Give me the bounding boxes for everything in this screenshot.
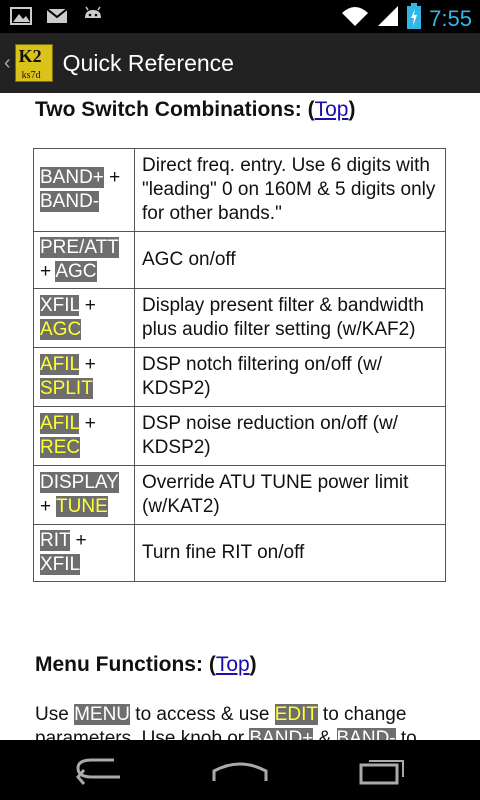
key-combo-cell: AFIL + REC — [33, 406, 135, 466]
signal-icon — [377, 5, 399, 32]
top-link[interactable]: Top — [314, 98, 349, 121]
description-cell: Turn fine RIT on/off — [134, 524, 446, 582]
key-combo-cell: XFIL + AGC — [33, 288, 135, 348]
key-label: SPLIT — [40, 378, 93, 399]
key-label: PRE/ — [40, 237, 85, 258]
key-combo-cell: DISPLAY + TUNE — [33, 465, 135, 525]
navigation-bar — [0, 740, 480, 800]
table-row: BAND+ + BAND-Direct freq. entry. Use 6 d… — [33, 148, 446, 232]
plus-separator: + — [79, 413, 96, 434]
description-cell: Direct freq. entry. Use 6 digits with "l… — [134, 148, 446, 232]
key-label: XFIL — [40, 554, 81, 575]
wifi-icon — [341, 5, 369, 32]
plus-separator: + — [103, 167, 121, 188]
plus-separator: + — [79, 295, 96, 316]
key-label: BAND- — [40, 191, 100, 212]
key-combo-cell: PRE/ATT + AGC — [33, 231, 135, 289]
key-combo-cell: BAND+ + BAND- — [33, 148, 135, 232]
key-label: ATT — [84, 237, 119, 258]
page-title: Quick Reference — [62, 49, 234, 76]
content-area[interactable]: Two Switch Combinations: (Top) BAND+ + B… — [0, 93, 480, 740]
key-label: AFIL — [40, 354, 80, 375]
section-heading-menu-functions: Menu Functions: (Top) — [35, 653, 257, 676]
description-cell: DSP notch filtering on/off (w/ KDSP2) — [134, 347, 446, 407]
key-label: AFIL — [40, 413, 80, 434]
menu-paragraph: Use MENU to access & use EDIT to change … — [35, 703, 445, 740]
description-cell: AGC on/off — [134, 231, 446, 289]
key-label: RIT — [40, 530, 71, 551]
description-cell: Display present filter & bandwidth plus … — [134, 288, 446, 348]
key-label: AGC — [55, 261, 97, 282]
key-label: REC — [40, 437, 81, 458]
gallery-icon — [10, 6, 32, 26]
plus-separator: + — [40, 261, 56, 282]
recent-apps-icon[interactable] — [355, 755, 415, 785]
plus-separator: + — [40, 496, 57, 517]
back-icon[interactable] — [70, 755, 130, 785]
key-label: BAND+ — [40, 167, 104, 188]
key-label: DISPLAY — [40, 472, 119, 493]
section-heading-two-switch: Two Switch Combinations: (Top) — [35, 98, 356, 121]
status-bar: 7:55 — [0, 0, 480, 33]
description-cell: Override ATU TUNE power limit (w/KAT2) — [134, 465, 446, 525]
combinations-table: BAND+ + BAND-Direct freq. entry. Use 6 d… — [33, 148, 446, 582]
gmail-icon — [46, 6, 68, 26]
up-chevron-icon[interactable]: ‹ — [4, 51, 11, 74]
key-label: AGC — [40, 319, 82, 340]
key-label: TUNE — [56, 496, 108, 517]
android-icon — [82, 6, 104, 26]
plus-separator: + — [79, 354, 96, 375]
plus-separator: + — [70, 530, 87, 551]
key-label: XFIL — [40, 295, 80, 316]
clock: 7:55 — [429, 5, 472, 31]
key-combo-cell: AFIL + SPLIT — [33, 347, 135, 407]
key-combo-cell: RIT + XFIL — [33, 524, 135, 582]
home-icon[interactable] — [210, 755, 270, 785]
description-cell: DSP noise reduction on/off (w/ KDSP2) — [134, 406, 446, 466]
top-link[interactable]: Top — [215, 653, 250, 676]
battery-icon — [407, 3, 422, 34]
